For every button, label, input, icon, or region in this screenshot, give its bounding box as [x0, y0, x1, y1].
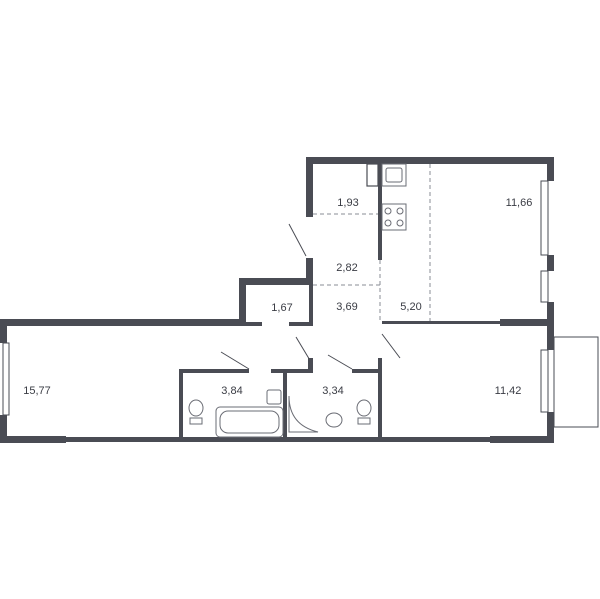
area-label-storage-lower: 1,67	[271, 302, 292, 314]
area-label-bedroom-right: 11,42	[495, 385, 522, 397]
zone-dividers	[313, 164, 431, 321]
wall-storage-right	[309, 285, 313, 326]
wall-far-left-top	[0, 319, 7, 343]
wall-upper-left-bottom	[306, 258, 313, 284]
window-left	[2, 342, 10, 416]
wall-kitchen-bedroom	[382, 321, 502, 324]
wall-far-left-bottom	[0, 415, 7, 443]
wall-kitchen-left	[378, 164, 382, 260]
wall-right-1	[547, 157, 554, 181]
wall-bath-left	[179, 369, 183, 437]
sink-basin	[385, 167, 403, 183]
wall-bath-top-left	[179, 369, 249, 373]
wall-wc-top-left	[287, 369, 311, 373]
bath-toilet-tank	[189, 417, 203, 425]
wall-right-4	[547, 412, 554, 443]
area-label-kitchen-living: 11,66	[506, 197, 533, 209]
exterior-walls	[0, 157, 554, 443]
interior-walls	[179, 164, 547, 438]
shower-tray	[288, 395, 319, 433]
wall-bedroom-left	[378, 358, 382, 438]
wall-wc-top-right	[352, 369, 382, 373]
door-swing-entry	[288, 223, 307, 257]
window-right-upper	[540, 180, 549, 256]
wall-bottom-right	[490, 436, 554, 443]
stove-burner-3	[384, 219, 392, 227]
wall-storage-left	[239, 278, 246, 326]
area-label-living-left: 15,77	[23, 385, 51, 397]
window-right-lower	[540, 349, 549, 413]
windows	[2, 180, 599, 428]
wall-bottom-left	[0, 436, 66, 443]
door-swing-living	[220, 351, 250, 370]
area-label-kitchen-zone: 5,20	[400, 301, 421, 313]
stove-burner-2	[396, 207, 404, 215]
bathtub-inner	[219, 410, 280, 434]
wall-right-3	[547, 302, 554, 350]
wall-upper-left-top	[306, 157, 313, 217]
stove	[381, 203, 407, 231]
wall-upper-top	[306, 157, 554, 164]
wall-bath-wc-divider	[283, 369, 287, 437]
area-label-storage-upper: 1,93	[337, 197, 358, 209]
wc-sink	[325, 412, 343, 428]
wall-right-2	[547, 255, 554, 271]
wall-storage-bottom-right	[289, 322, 313, 326]
area-label-wc: 3,34	[322, 385, 343, 397]
area-label-hall: 3,69	[336, 301, 357, 313]
bath-toilet	[188, 399, 204, 417]
area-label-bathroom: 3,84	[221, 385, 242, 397]
wall-bath-top-right	[271, 369, 289, 373]
wall-jamb	[308, 358, 313, 373]
door-swing-wc	[327, 354, 353, 370]
area-label-corridor: 2,82	[336, 262, 357, 274]
wall-storage-bottom-left	[246, 322, 262, 326]
fixtures	[188, 163, 407, 438]
fridge	[366, 163, 379, 187]
wc-toilet	[356, 399, 372, 417]
wall-storage-top	[239, 278, 313, 285]
wall-bottom-mid	[66, 437, 490, 442]
wc-toilet-tank	[357, 417, 371, 425]
balcony	[553, 336, 599, 428]
door-swing-bedroom	[381, 333, 401, 359]
window-right-mid	[540, 270, 549, 303]
wall-kitchen-bedroom-right	[500, 319, 547, 326]
stove-burner-4	[396, 219, 404, 227]
wall-left-top	[0, 319, 246, 326]
bath-sink	[266, 389, 282, 405]
door-swing-hall	[295, 336, 312, 363]
stove-burner-1	[384, 207, 392, 215]
area-labels: 1,93 2,82 11,66 1,67 3,69 5,20 15,77 3,8…	[23, 197, 532, 397]
door-swings	[220, 223, 401, 370]
